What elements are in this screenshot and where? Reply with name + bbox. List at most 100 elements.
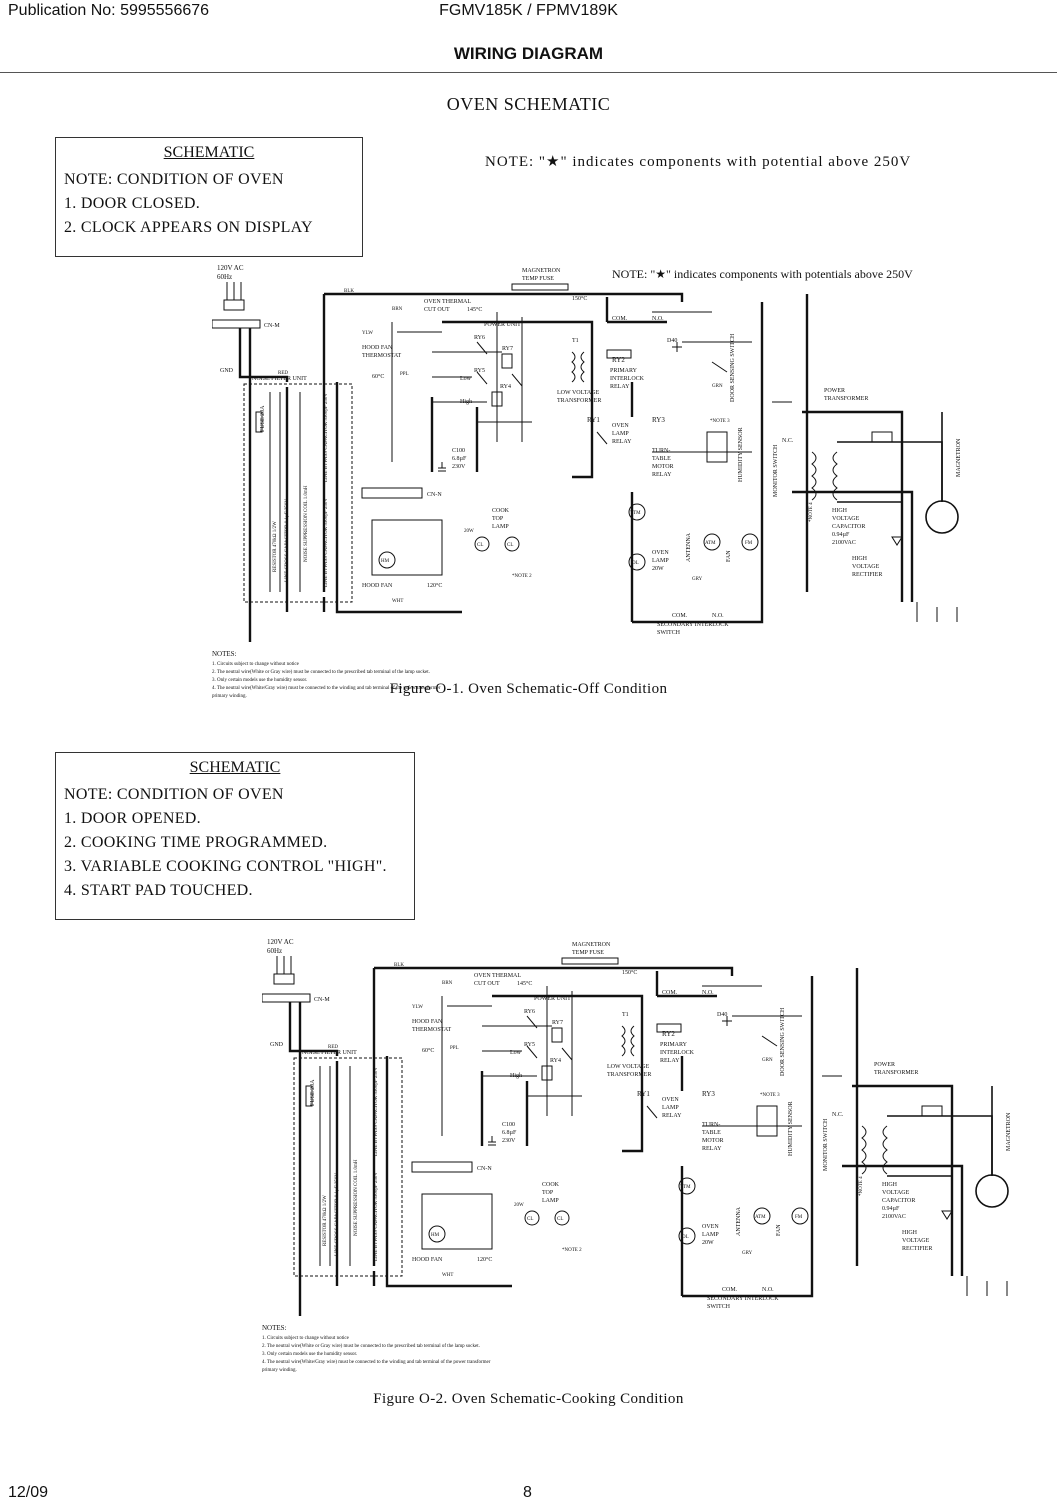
wire-wht-label: WHT	[442, 1273, 453, 1278]
rectifier-label: RECTIFIER	[852, 572, 882, 578]
wire-grn-label: GRN	[762, 1058, 773, 1063]
wire-yel-label: YLW	[412, 1005, 423, 1010]
cnn-label: CN-N	[477, 1166, 492, 1172]
antenna-label: ANTENNA	[736, 1206, 742, 1236]
power-unit-label: POWER UNIT	[534, 996, 571, 1002]
monitor-label: MONITOR SWITCH	[773, 444, 779, 497]
cl1-label: CL	[477, 543, 483, 548]
bypass1-label: LINE BYPASS CAPACITOR 3300pF 250V	[374, 1067, 379, 1156]
lamp-relay-label: LAMP	[612, 431, 629, 437]
note-line: 3. Only certain models use the humidity …	[262, 1352, 357, 1357]
atm-label: ATM	[755, 1215, 766, 1220]
fig2-caption: Figure O-2. Oven Schematic-Cooking Condi…	[373, 1391, 684, 1407]
t1-label: T1	[572, 338, 579, 344]
supply-label: 120V AC	[267, 938, 294, 946]
rectifier-label: RECTIFIER	[902, 1246, 932, 1252]
primary-label: PRIMARY	[660, 1042, 688, 1048]
star-note-text: NOTE: "★" indicates components with pote…	[612, 267, 913, 281]
humidity-label: HUMIDITY SENSOR	[738, 427, 744, 482]
wire-wht-label: WHT	[392, 599, 403, 604]
power-label: POWER	[824, 388, 845, 394]
resistor-label: RESISTOR 470kΩ 1/2W	[323, 1195, 328, 1246]
oven-lamp2-label: LAMP	[702, 1232, 719, 1238]
door-sensing-switch: DOOR SENSING SWITCH	[761, 1007, 786, 1076]
fig1-box-line: NOTE: CONDITION OF OVEN	[64, 171, 284, 188]
wire-blk-label: BLK	[344, 289, 354, 294]
secondary-label: SECONDARY INTERLOCK	[657, 622, 729, 628]
fig2-box-line: NOTE: CONDITION OF OVEN	[64, 786, 284, 803]
note3-label: *NOTE 3	[710, 419, 730, 424]
cook-top-lamps: COOK TOP LAMP CL CL 20W *NOTE 2	[464, 508, 532, 579]
noise-coil-label: NOISE SUPPRESSION COIL 1.0mH	[304, 485, 309, 562]
hood-fan-motor: HM HOOD FAN 120°C	[412, 1193, 493, 1263]
no-label: N.O.	[702, 990, 714, 996]
monitor-switch: MONITOR SWITCH N.C. *NOTE 4	[773, 438, 814, 522]
turntable-motor-relay: RY3 TURN- TABLE MOTOR RELAY	[702, 1090, 724, 1152]
relay-contacts: RY6 RY7 RY5 RY4	[524, 1009, 573, 1081]
ac-plug: 120V AC 60Hz CN-M GND	[211, 264, 280, 374]
relay2-label: RELAY	[662, 1113, 682, 1119]
sec-com-label: COM.	[722, 1287, 738, 1293]
t150-label: 150°C	[572, 295, 587, 302]
fig2-box-title: SCHEMATIC	[189, 759, 281, 776]
publication-number: Publication No: 5995556676	[8, 2, 210, 19]
cap-v-label: 2100VAC	[832, 540, 856, 546]
note4-label: *NOTE 4	[859, 1176, 864, 1196]
bypass2-label: LINE BYPASS CAPACITOR 3300pF 250V	[374, 1172, 379, 1261]
note-line: 2. The neutral wire(White or Gray wire) …	[212, 670, 430, 675]
fig2-box-line: 1. DOOR OPENED.	[64, 810, 201, 827]
turn-label: TURN-	[652, 448, 670, 454]
hm-label: HM	[431, 1233, 440, 1238]
note-line: 4. The neutral wire(White/Gray wire) mus…	[262, 1360, 491, 1365]
temp-fuse-label: TEMP FUSE	[572, 950, 604, 956]
fig1-box-line: 1. DOOR CLOSED.	[64, 195, 201, 212]
thermostat-label: THERMOSTAT	[412, 1027, 452, 1033]
wire-gry-label: GRY	[692, 577, 703, 582]
power-transformer: POWER TRANSFORMER	[861, 1062, 918, 1175]
main-wiring	[238, 292, 914, 642]
note-line: 4. The neutral wire(White/Gray wire) mus…	[212, 686, 441, 691]
cnn-label: CN-N	[427, 492, 442, 498]
noise-filter-unit: NOISE FILTER UNIT FUSE 20A RESISTOR 470k…	[293, 1050, 403, 1277]
primary-interlock-relay: RY2 PRIMARY INTERLOCK RELAY COM. N.O. D4…	[606, 316, 682, 390]
note2-label: *NOTE 2	[562, 1248, 582, 1253]
transformer-label: TRANSFORMER	[607, 1072, 651, 1078]
lamp-relay-label: LAMP	[662, 1105, 679, 1111]
star-note: NOTE: "★" indicates components with pote…	[612, 267, 913, 281]
thermostat-label: THERMOSTAT	[362, 353, 402, 359]
ry3-label: RY3	[652, 416, 665, 424]
ttm-label: TTM	[630, 511, 641, 516]
door-sensing-label: DOOR SENSING SWITCH	[730, 333, 736, 402]
sec-switch-label: SWITCH	[657, 630, 681, 636]
ac-plug: 120V AC 60Hz CN-M GND	[261, 938, 330, 1048]
ry1-label: RY1	[637, 1090, 650, 1098]
t120-label: 120°C	[427, 582, 442, 589]
cap-val-label: 0.94µF	[832, 532, 850, 538]
secondary-interlock-switch: COM. N.O. SECONDARY INTERLOCK SWITCH	[657, 613, 729, 636]
rect-voltage-label: VOLTAGE	[852, 564, 880, 570]
hv-rectifier: HIGH VOLTAGE RECTIFIER	[902, 1210, 1008, 1296]
w20-label: 20W	[514, 1203, 524, 1208]
fig2-box-line: 2. COOKING TIME PROGRAMMED.	[64, 834, 328, 851]
rect-high-label: HIGH	[852, 556, 868, 562]
lamp-label: LAMP	[492, 524, 509, 530]
oven-label: OVEN	[612, 423, 629, 429]
hood-fan-thermo-label: HOOD FAN	[412, 1019, 443, 1025]
low-voltage-label: LOW VOLTAGE	[557, 390, 600, 396]
note-line: primary winding.	[262, 1368, 297, 1373]
wire-colour-labels: BLK BRN RED YLW PPL WHT GRY GRN	[328, 963, 773, 1278]
header-rule	[0, 72, 1057, 73]
supply-label: 120V AC	[217, 264, 244, 272]
signal-wiring	[391, 311, 792, 462]
oven-thermal-label: OVEN THERMAL	[474, 973, 521, 979]
note-line: 3. Only certain models use the humidity …	[212, 678, 307, 683]
no-label: N.O.	[652, 316, 664, 322]
ol-label: OL	[682, 1235, 689, 1240]
nc-label: N.C.	[832, 1112, 844, 1118]
fig1-caption: Figure O-1. Oven Schematic-Off Condition	[389, 681, 668, 697]
c100-v-label: 230V	[452, 464, 466, 470]
rect-voltage-label: VOLTAGE	[902, 1238, 930, 1244]
magnetron-fuse-label: MAGNETRON	[522, 268, 561, 274]
note3-label: *NOTE 3	[760, 1093, 780, 1098]
com-label: COM.	[662, 990, 678, 996]
